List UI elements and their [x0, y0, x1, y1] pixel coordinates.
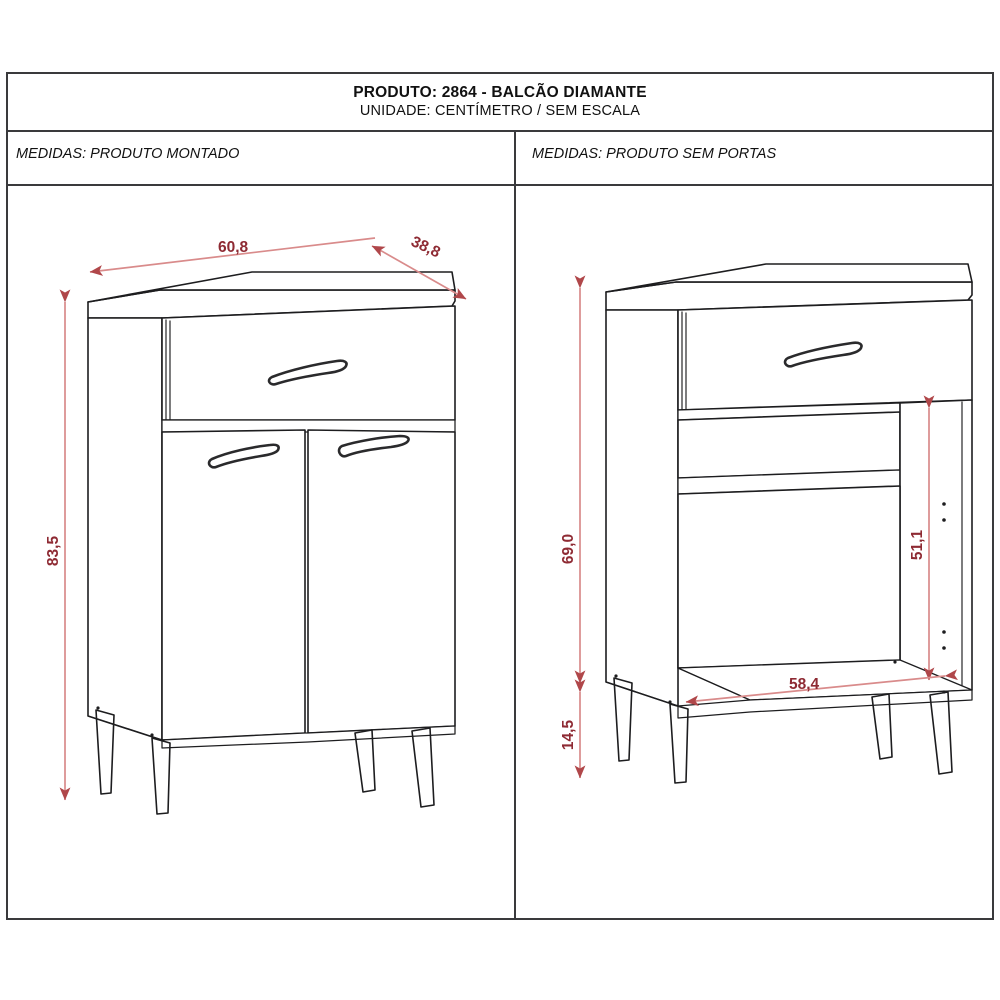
title-block: PRODUTO: 2864 - BALCÃO DIAMANTE UNIDADE:… — [8, 74, 992, 132]
unit-scale-note: UNIDADE: CENTÍMETRO / SEM ESCALA — [359, 102, 641, 119]
dim-label-inner-width: 58,4 — [789, 676, 820, 693]
interior-lower-back — [677, 485, 901, 669]
dim-line-width — [89, 237, 376, 276]
dowel-pin — [150, 733, 154, 737]
leg-front-right-2 — [929, 691, 953, 775]
dim-line-depth — [377, 248, 467, 300]
shelf-pin-hole — [942, 502, 946, 506]
dim-label-width: 60,8 — [218, 239, 249, 256]
leg-front-right — [411, 727, 435, 808]
dim-line-depth-start — [371, 245, 386, 257]
dowel-pin-2 — [942, 690, 946, 694]
product-title: PRODUTO: 2864 - BALCÃO DIAMANTE — [353, 83, 647, 101]
left-panel-caption: MEDIDAS: PRODUTO MONTADO — [16, 146, 240, 162]
dim-label-body-height: 69,0 — [560, 534, 577, 564]
dowel-pin-2 — [614, 674, 618, 678]
dowel-pin — [96, 706, 100, 710]
dim-label-leg-height: 14,5 — [560, 720, 577, 751]
dowel-pin-2 — [668, 700, 672, 704]
panel-divider — [514, 132, 516, 920]
left-side-panel-2 — [605, 309, 679, 707]
right-door-handle — [337, 434, 410, 458]
bottom-board — [161, 725, 456, 749]
leg-back-left — [95, 709, 115, 795]
drawer-handle-2 — [783, 341, 863, 368]
top-board-surface-2 — [605, 263, 973, 293]
dowel-pin-2 — [893, 660, 897, 664]
shelf-pin-hole — [942, 630, 946, 634]
right-panel-caption: MEDIDAS: PRODUTO SEM PORTAS — [532, 146, 777, 162]
leg-front-left — [151, 737, 171, 815]
dim-line-inner-width — [685, 669, 959, 707]
shelf-pin-hole — [942, 518, 946, 522]
leg-back-left-2 — [613, 677, 633, 762]
dim-label-height: 83,5 — [45, 536, 62, 567]
bottom-left-join-2 — [605, 681, 679, 707]
caption-underline — [8, 184, 992, 186]
dim-label-inner-height: 51,1 — [909, 530, 926, 561]
left-door-handle — [207, 443, 280, 469]
shelf-pin-hole — [942, 646, 946, 650]
leg-back-right — [354, 729, 376, 793]
top-board-surface — [87, 271, 456, 303]
leg-front-left-2 — [669, 703, 689, 784]
drawer-handle — [267, 359, 348, 386]
bottom-left-join — [87, 715, 163, 741]
interior-upper-back — [677, 411, 901, 479]
